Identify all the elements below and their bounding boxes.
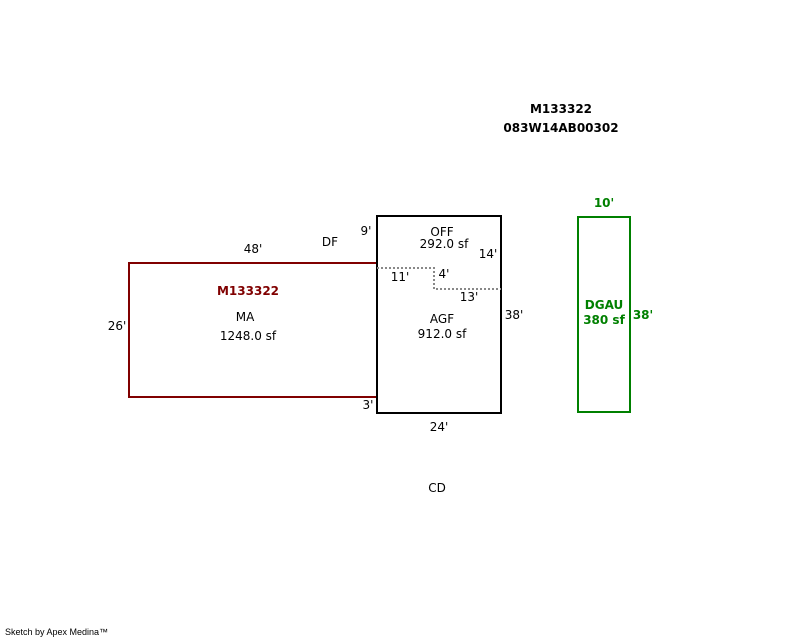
off-dim-14: 14' — [478, 247, 498, 261]
agf-outline — [376, 215, 502, 414]
footer-credit: Sketch by Apex Medina™ — [5, 627, 109, 637]
cd-label: CD — [428, 481, 446, 495]
ma-left-dim: 26' — [107, 319, 127, 333]
ma-code: MA — [235, 310, 255, 324]
off-area: 292.0 sf — [419, 237, 469, 251]
ma-owner-label: M133322 — [216, 284, 280, 298]
ma-top-dim: 48' — [243, 242, 263, 256]
off-partition-line — [377, 267, 501, 290]
header-parcel-id: M133322 — [529, 102, 593, 116]
agf-right-dim: 38' — [504, 308, 524, 322]
dgau-right-dim: 38' — [632, 308, 654, 322]
agf-area: 912.0 sf — [417, 327, 467, 341]
df-label: DF — [321, 235, 339, 249]
agf-bottom-dim: 24' — [429, 420, 449, 434]
agf-code: AGF — [429, 312, 455, 326]
ma-area: 1248.0 sf — [219, 329, 277, 343]
off-dim-4: 4' — [438, 267, 450, 281]
agf-top-left-dim: 9' — [360, 224, 372, 238]
dgau-outline — [577, 216, 631, 413]
agf-bottom-left-dim: 3' — [362, 398, 374, 412]
dgau-code: DGAU — [584, 298, 624, 312]
off-code: OFF — [430, 225, 454, 239]
dgau-area: 380 sf — [583, 313, 625, 327]
header-map-number: 083W14AB00302 — [503, 121, 619, 135]
dgau-top-dim: 10' — [593, 196, 615, 210]
off-dim-13: 13' — [459, 290, 479, 304]
off-dim-11: 11' — [390, 270, 410, 284]
